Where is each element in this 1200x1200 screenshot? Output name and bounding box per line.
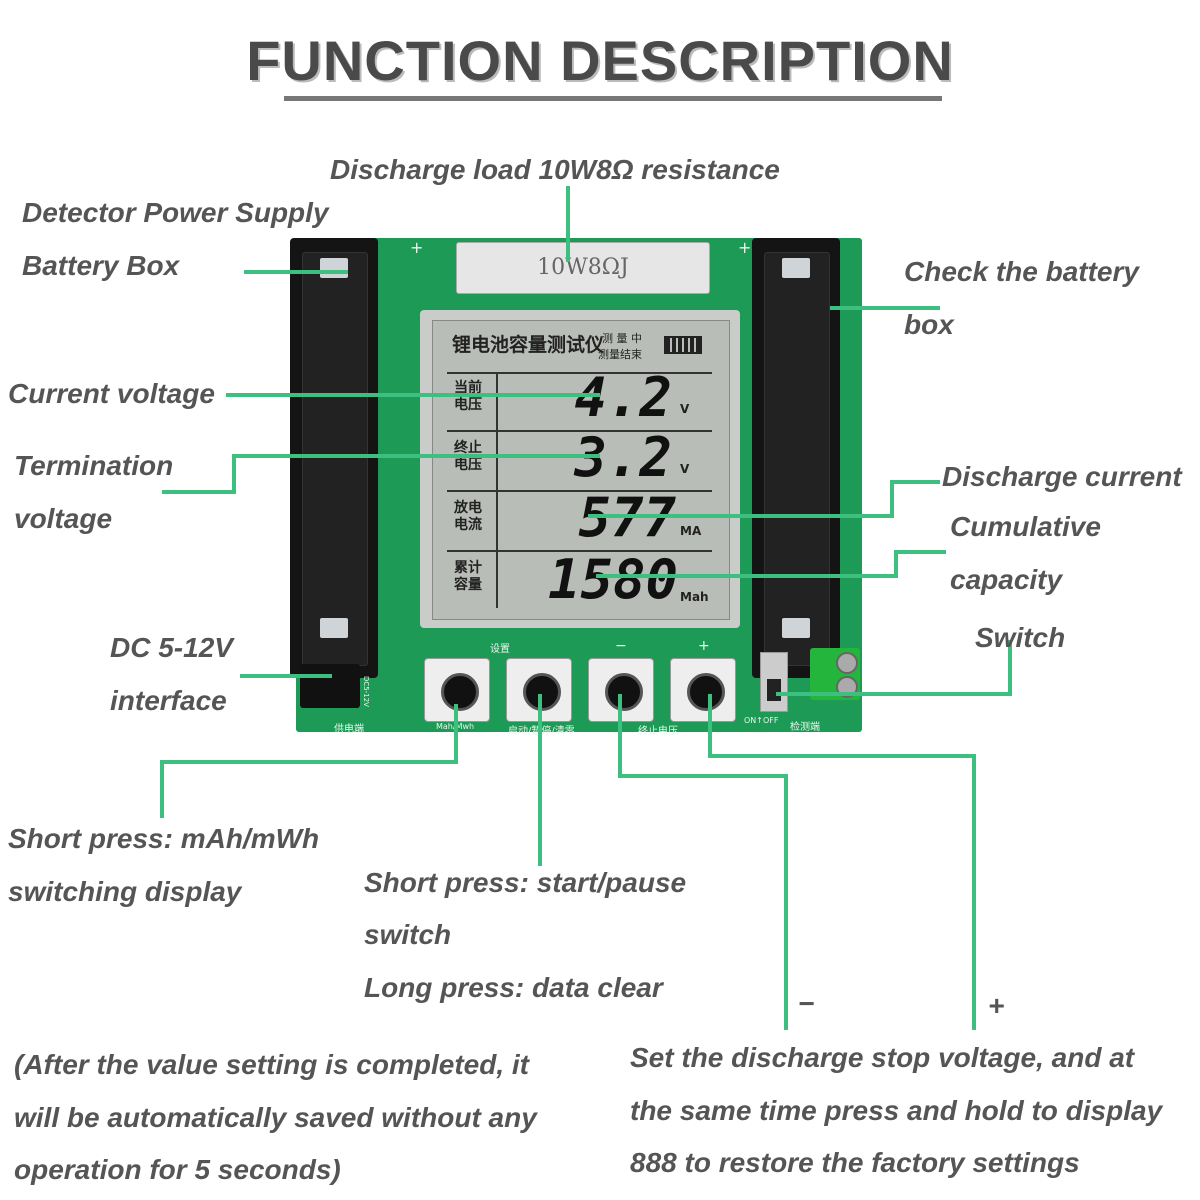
battery-level-icon xyxy=(664,336,702,354)
lcd-divider xyxy=(447,372,712,374)
lcd-row-label: 当前电压 xyxy=(454,380,482,413)
label-start-pause-line1: Short press: start/pause xyxy=(364,867,687,898)
leader-discharge-current xyxy=(588,480,940,518)
label-current-voltage: Current voltage xyxy=(8,378,215,409)
pcb-label-power-end: 供电端 xyxy=(334,724,364,735)
pcb-label-stop-voltage: 终止电压 xyxy=(638,726,678,737)
dc-jack xyxy=(300,664,360,708)
title-underline xyxy=(284,96,942,101)
page-title: FUNCTION DESCRIPTION xyxy=(246,29,954,92)
pcb-label-set: 设置 xyxy=(490,644,510,655)
pcb-plus-mark-left: + xyxy=(410,238,424,257)
pcb-label-minus: − xyxy=(615,638,627,654)
leader-switch xyxy=(776,640,1012,696)
plus-button[interactable] xyxy=(670,658,736,722)
pcb-label-detect-end: 检测端 xyxy=(790,722,820,733)
label-start-pause-line3: Long press: data clear xyxy=(364,972,663,1003)
label-mah-line2: switching display xyxy=(8,876,242,907)
label-note-line2: will be automatically saved without any xyxy=(14,1102,537,1133)
lcd-divider xyxy=(447,490,712,492)
label-cumulative-line1: Cumulative xyxy=(950,511,1101,542)
lcd-status-measuring: 测 量 中 xyxy=(602,332,642,345)
pcb-label-on-off: ON↑OFF xyxy=(744,716,779,725)
pcb-label-plus: + xyxy=(698,638,710,654)
leader-minus-button xyxy=(618,694,788,1030)
leader-cumulative xyxy=(596,550,946,578)
label-termination-line1: Termination xyxy=(14,450,174,481)
label-plus-sign: + xyxy=(988,990,1005,1021)
lcd-divider xyxy=(447,550,712,552)
lcd-screen xyxy=(432,320,730,620)
label-check-battery-line2: box xyxy=(904,309,954,340)
label-termination-line2: voltage xyxy=(14,503,113,534)
label-discharge-load: Discharge load 10W8Ω resistance xyxy=(330,154,780,185)
leader-plus-button xyxy=(708,694,976,1030)
label-dc-line2: interface xyxy=(110,685,227,716)
leader-mah-button xyxy=(160,704,458,818)
label-check-battery-line1: Check the battery xyxy=(904,256,1139,287)
pcb-plus-mark-right: + xyxy=(738,238,752,257)
lcd-row-label: 累计容量 xyxy=(454,560,482,593)
label-switch: Switch xyxy=(975,622,1066,653)
label-stop-voltage-line1: Set the discharge stop voltage, and at xyxy=(630,1042,1135,1073)
lcd-title: 锂电池容量测试仪 xyxy=(452,334,605,356)
lcd-unit: V xyxy=(680,462,690,476)
label-minus-sign: − xyxy=(798,988,815,1019)
label-mah-line1: Short press: mAh/mWh xyxy=(8,823,320,854)
minus-button[interactable] xyxy=(588,658,654,722)
lcd-row-label: 终止电压 xyxy=(454,440,482,473)
cumulative-capacity-value: 1580 xyxy=(547,548,678,611)
label-note-line1: (After the value setting is completed, i… xyxy=(14,1049,529,1080)
label-start-pause-line2: switch xyxy=(364,919,452,950)
label-discharge-current: Discharge current xyxy=(942,461,1182,492)
lcd-unit: Mah xyxy=(680,590,709,604)
lcd-row-label: 放电电流 xyxy=(454,500,482,533)
lcd-unit: MA xyxy=(680,524,702,538)
label-note-line3: operation for 5 seconds) xyxy=(14,1154,341,1185)
lcd-column-divider xyxy=(496,374,498,608)
label-dc-line1: DC 5-12V xyxy=(110,632,233,663)
discharge-resistor: 10W8ΩJ xyxy=(456,242,710,294)
label-detector-power-line1: Detector Power Supply xyxy=(22,197,329,228)
label-stop-voltage-line3: 888 to restore the factory settings xyxy=(630,1147,1080,1178)
current-voltage-value: 4.2 xyxy=(574,366,672,429)
label-stop-voltage-line2: the same time press and hold to display xyxy=(630,1095,1163,1126)
lcd-unit: V xyxy=(680,402,690,416)
leader-termination xyxy=(162,454,600,494)
lcd-status-finished: 测量结束 xyxy=(598,348,642,361)
lcd-divider xyxy=(447,430,712,432)
label-cumulative-line2: capacity xyxy=(950,564,1063,595)
label-detector-power-line2: Battery Box xyxy=(22,250,180,281)
check-battery-box xyxy=(752,238,840,678)
